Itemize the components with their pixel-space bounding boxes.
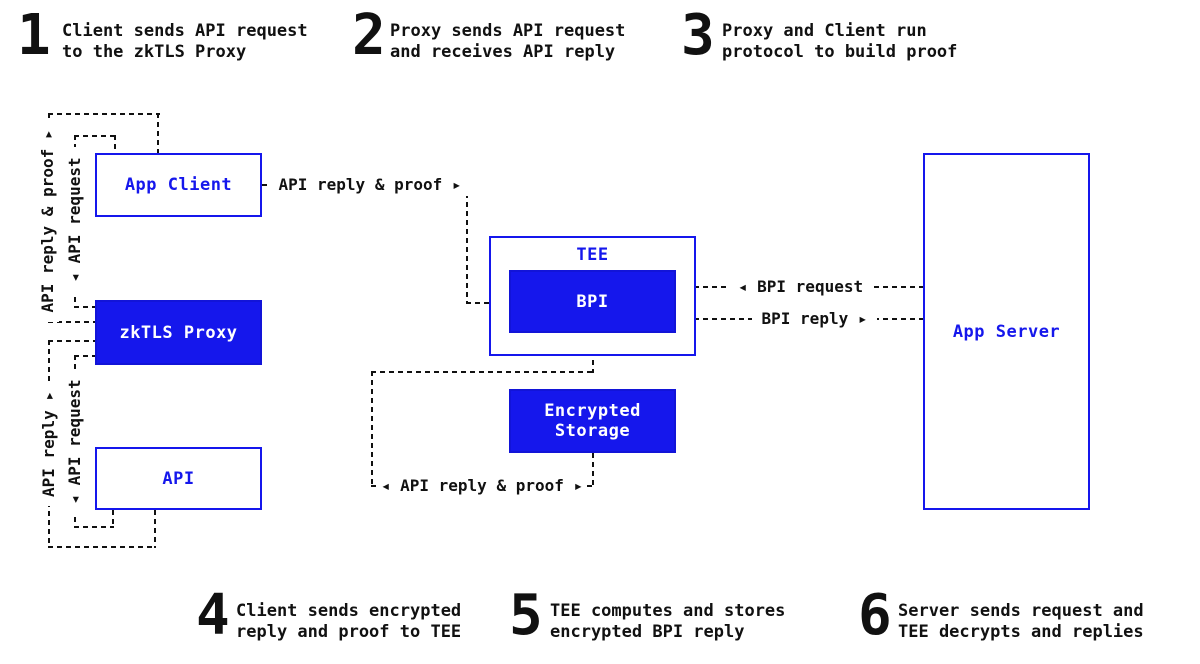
step-4-number: 4 [196, 583, 230, 648]
step-1-text: Client sends API request to the zkTLS Pr… [62, 21, 308, 62]
edge-line-replyproof-drop [466, 184, 468, 304]
edge-label-api-reply-proof-top: API reply & proof ▸ [270, 174, 470, 196]
edge-label-api-reply-lower: API reply ▸ [38, 382, 60, 506]
node-app-server: App Server [923, 153, 1090, 510]
step-2-number: 2 [352, 3, 386, 68]
node-app-client: App Client [95, 153, 262, 217]
edge-line-client-replyproof-top [48, 113, 160, 115]
edge-line-api-reply-bottom [48, 546, 156, 548]
edge-line-client-request-top [74, 135, 116, 137]
edge-label-api-reply-proof-left: API reply & proof ▸ [37, 120, 59, 322]
edge-label-api-request-upper: ◂ API request [64, 147, 86, 293]
edge-line-bpi-left [371, 371, 593, 373]
node-bpi: BPI [509, 270, 676, 333]
edge-line-storage-rise [592, 453, 594, 487]
step-1-number: 1 [17, 3, 51, 68]
edge-line-replyproof-into-bpi [466, 302, 510, 304]
step-5-number: 5 [509, 583, 543, 648]
edge-line-client-replyproof-into-proxy [48, 321, 95, 323]
edge-line-client-request-into-proxy [74, 306, 95, 308]
step-4-text: Client sends encrypted reply and proof t… [236, 601, 462, 642]
edge-line-api-request-rise [112, 510, 114, 528]
edge-label-api-reply-proof-bottom: ◂ API reply & proof ▸ [378, 475, 586, 497]
edge-label-bpi-request: ◂ BPI request [728, 276, 873, 298]
edge-line-api-request-from-proxy [74, 355, 95, 357]
edge-line-bpi-left-drop [371, 371, 373, 487]
step-3-text: Proxy and Client run protocol to build p… [722, 21, 958, 62]
step-2-text: Proxy sends API request and receives API… [390, 21, 626, 62]
node-zktls-proxy: zkTLS Proxy [95, 300, 262, 365]
step-3-number: 3 [681, 3, 715, 68]
edge-line-client-replyproof-drop [157, 113, 159, 154]
step-6-text: Server sends request and TEE decrypts an… [898, 601, 1144, 642]
edge-line-api-reply-from-proxy [48, 340, 95, 342]
step-5-text: TEE computes and stores encrypted BPI re… [550, 601, 786, 642]
node-api: API [95, 447, 262, 510]
edge-line-api-reply-rise [154, 510, 156, 548]
edge-label-api-request-lower: ◂ API request [64, 369, 86, 515]
edge-label-bpi-reply: BPI reply ▸ [752, 308, 877, 330]
node-encrypted-storage: Encrypted Storage [509, 389, 676, 453]
step-6-number: 6 [858, 583, 892, 648]
edge-line-client-request-drop [114, 135, 116, 154]
edge-line-api-request-bottom [74, 526, 114, 528]
